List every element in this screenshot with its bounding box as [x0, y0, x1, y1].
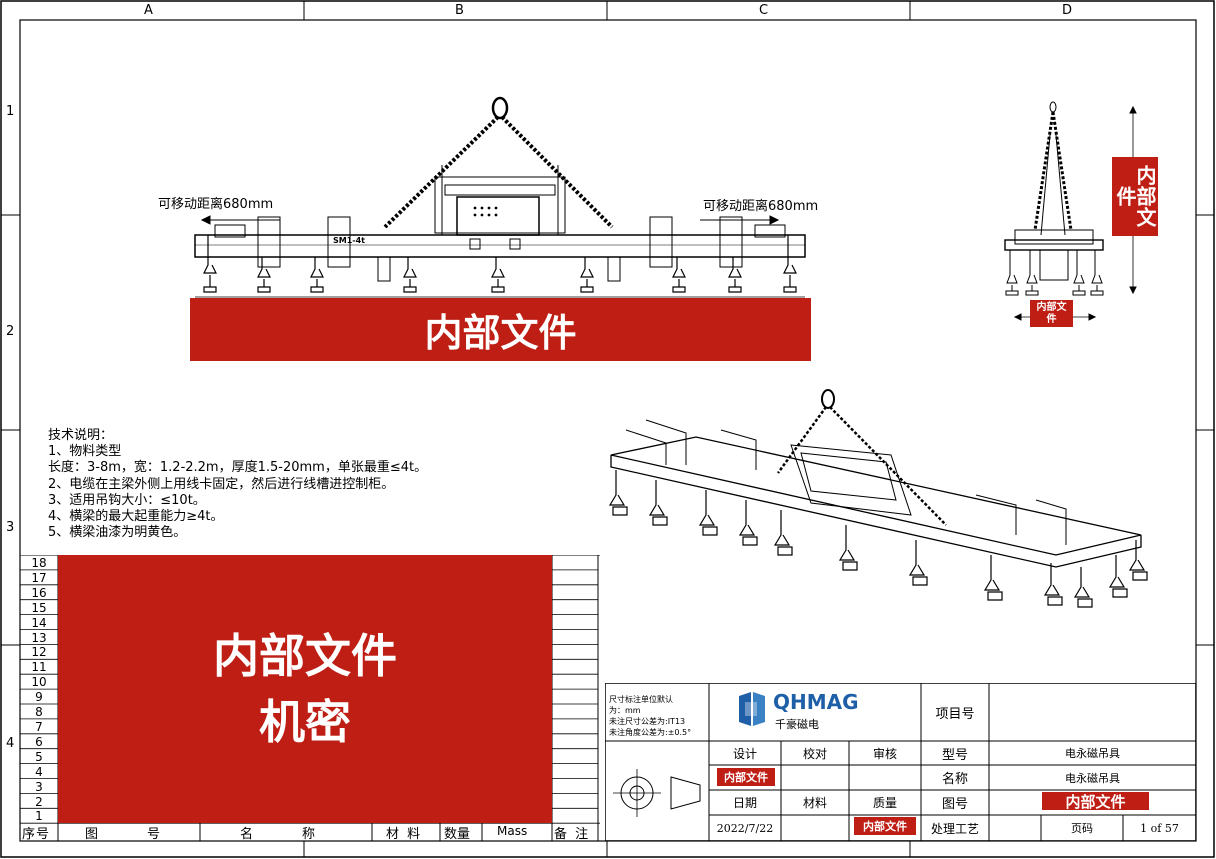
qhmag-logo-icon — [739, 692, 765, 726]
material-label: 材料 — [802, 796, 827, 810]
model-value: 电永磁吊具 — [1065, 747, 1120, 760]
confidential-stamp-side-vertical: 内部文件 — [1112, 157, 1158, 236]
title-block-grid — [605, 683, 1196, 841]
bom-header-mass: Mass — [497, 824, 528, 838]
beam-mark: SM1-4t — [333, 236, 365, 245]
column-label-b: B — [455, 3, 464, 18]
check-label: 校对 — [802, 746, 827, 761]
bom-row-number: 7 — [35, 719, 43, 734]
process-label: 处理工艺 — [930, 821, 979, 836]
bom-header-drawing-no: 图 号 — [85, 827, 179, 842]
date-label: 日期 — [732, 796, 757, 810]
bom-header-index: 序号 — [22, 827, 51, 842]
tech-notes: 技术说明： 1、物料类型 长度：3-8m，宽：1.2-2.2m，厚度1.5-20… — [48, 428, 427, 541]
tech-note-line: 长度：3-8m，宽：1.2-2.2m，厚度1.5-20mm，单张最重≤4t。 — [48, 460, 428, 476]
column-label-c: C — [759, 3, 769, 18]
bom-row-number: 10 — [31, 675, 47, 690]
title-note: 未注尺寸公差为:IT13 — [609, 717, 686, 726]
bom-row-number: 1 — [35, 809, 43, 824]
quality-label: 质量 — [872, 796, 897, 810]
bom-row-number: 18 — [31, 556, 47, 570]
bom-row-number: 17 — [31, 570, 47, 585]
tech-note-line: 5、横梁油漆为明黄色。 — [48, 525, 187, 541]
confidential-stamp-bom: 内部文件 机密 — [58, 555, 552, 823]
name-label: 名称 — [941, 772, 968, 787]
move-distance-left-label: 可移动距离680mm — [158, 197, 274, 212]
bom-header-name: 名 称 — [240, 827, 334, 842]
row-label-2: 2 — [6, 324, 15, 339]
bom-stamp-line1: 内部文件 — [213, 629, 397, 683]
review-label: 审核 — [872, 746, 897, 761]
bom-header-qty: 数量 — [444, 827, 471, 842]
bom-row-number: 6 — [35, 734, 43, 749]
bom-row-number: 16 — [31, 585, 47, 600]
front-view-drawing — [194, 96, 806, 298]
column-label-a: A — [144, 3, 153, 18]
confidential-stamp-front-view: 内部文件 — [190, 298, 811, 361]
bom-row-number: 3 — [35, 779, 43, 794]
logo-subtext: 千豪磁电 — [775, 718, 819, 731]
design-label: 设计 — [732, 746, 757, 761]
bom-row-number: 13 — [31, 630, 47, 645]
bom-header-remark: 备 注 — [554, 827, 591, 842]
row-label-4: 4 — [6, 736, 15, 751]
column-label-d: D — [1062, 3, 1073, 18]
bom-row-number: 11 — [31, 660, 47, 675]
page-value: 1 of 57 — [1140, 821, 1179, 835]
side-view-drawing — [1004, 101, 1137, 321]
drawing-no-stamp: 内部文件 — [1042, 792, 1149, 811]
bom-row-number: 8 — [35, 705, 43, 720]
isometric-view-drawing — [608, 389, 1148, 608]
bom-header-material: 材 料 — [386, 827, 423, 842]
row-label-3: 3 — [6, 520, 15, 535]
drawing-no-label: 图号 — [941, 797, 968, 812]
bom-row-number: 9 — [35, 690, 43, 705]
designer-stamp: 内部文件 — [717, 768, 775, 786]
quality-stamp: 内部文件 — [854, 817, 916, 835]
date-value: 2022/7/22 — [716, 821, 774, 835]
title-note: 为：mm — [609, 706, 641, 715]
name-value: 电永磁吊具 — [1065, 771, 1120, 785]
tech-note-line: 3、适用吊钩大小：≤10t。 — [48, 492, 206, 508]
title-note: 未注角度公差为:±0.5° — [609, 728, 692, 737]
bom-row-numbers: 18 17 16 15 14 13 12 11 10 9 8 7 6 5 4 3… — [20, 556, 58, 824]
model-label: 型号 — [941, 747, 968, 763]
logo-text: QHMAG — [773, 690, 859, 714]
page-label: 页码 — [1071, 822, 1093, 835]
title-note: 尺寸标注单位默认 — [609, 695, 673, 704]
confidential-stamp-side-small: 内部文件 — [1030, 300, 1073, 327]
bom-row-number: 14 — [31, 615, 47, 630]
tech-notes-title: 技术说明： — [48, 428, 114, 443]
project-no-label: 项目号 — [935, 706, 975, 722]
bom-stamp-line2: 机密 — [259, 695, 351, 749]
row-label-1: 1 — [6, 104, 15, 119]
title-block-notes: 尺寸标注单位默认 为：mm 未注尺寸公差为:IT13 未注角度公差为:±0.5° — [609, 694, 691, 738]
move-distance-right-label: 可移动距离680mm — [703, 199, 819, 214]
tech-note-line: 4、横梁的最大起重能力≥4t。 — [48, 509, 224, 525]
bom-row-number: 2 — [35, 794, 43, 809]
bom-row-number: 15 — [31, 600, 47, 615]
bom-row-number: 12 — [31, 645, 47, 660]
tech-note-line: 1、物料类型 — [48, 444, 122, 460]
tech-note-line: 2、电缆在主梁外侧上用线卡固定，然后进行线槽进控制柜。 — [48, 476, 395, 492]
bom-table-grid — [20, 555, 600, 841]
bom-row-number: 4 — [35, 764, 43, 779]
bom-row-number: 5 — [35, 749, 43, 764]
